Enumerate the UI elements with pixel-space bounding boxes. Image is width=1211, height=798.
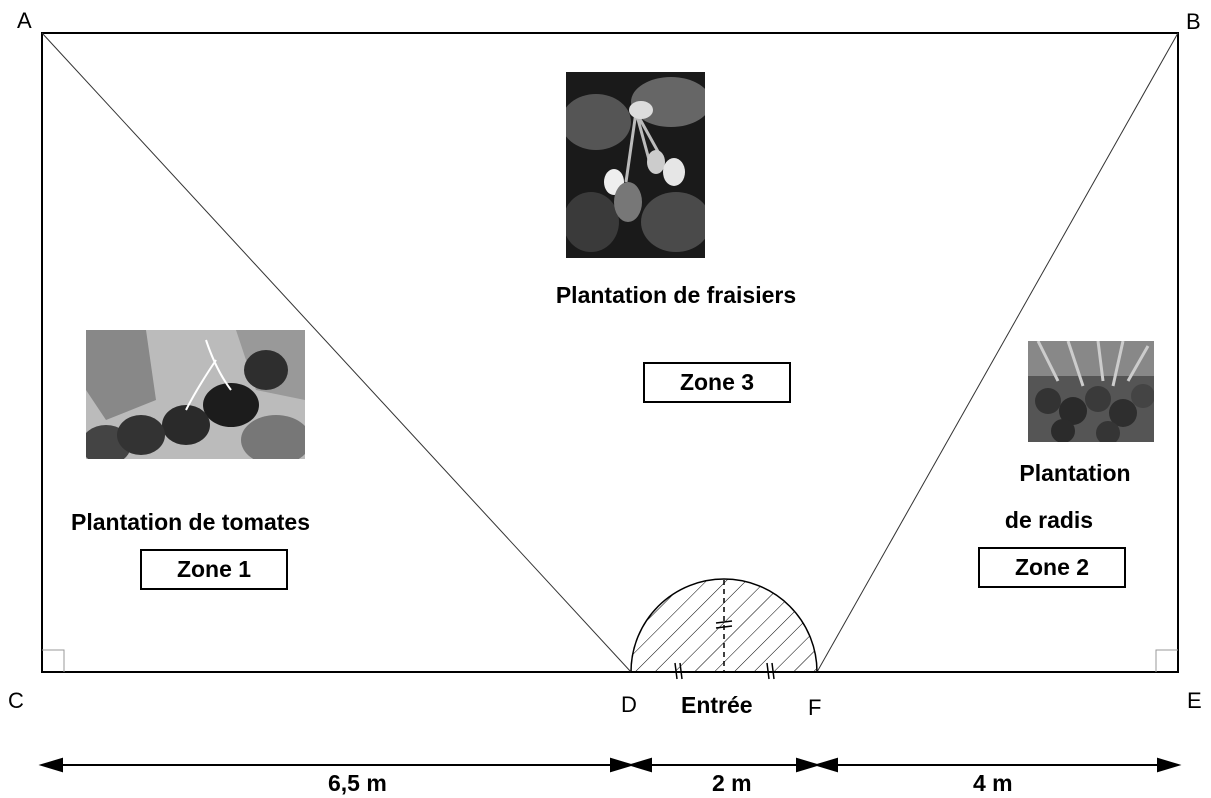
tomato-plant-photo [86, 330, 305, 459]
right-angle-marker-c [42, 649, 65, 672]
zone1-caption: Plantation de tomates [71, 509, 310, 535]
entrance-label: Entrée [681, 692, 753, 718]
zone3-label-box: Zone 3 [643, 362, 791, 403]
zone2-caption-line1: Plantation [1019, 460, 1131, 486]
segment-bf [816, 32, 1179, 673]
point-label-e: E [1187, 688, 1202, 713]
zone2-caption-line2: de radis [1004, 507, 1094, 533]
point-label-f: F [808, 695, 822, 720]
equal-length-ticks [674, 620, 775, 680]
right-angle-marker-e [1155, 649, 1178, 672]
zone2-label-box: Zone 2 [978, 547, 1126, 588]
point-label-d: D [621, 692, 637, 717]
zone3-caption: Plantation de fraisiers [555, 282, 797, 308]
zone1-label-box: Zone 1 [140, 549, 288, 590]
point-label-b: B [1186, 9, 1201, 34]
point-label-c: C [8, 688, 24, 713]
dimension-label-df: 2 m [712, 770, 752, 796]
segment-ad [41, 32, 632, 673]
point-label-a: A [17, 8, 32, 33]
dimension-label-cd: 6,5 m [328, 770, 387, 796]
dimension-arrows [38, 757, 1182, 773]
radish-bunch-photo [1028, 341, 1154, 442]
dimension-label-fe: 4 m [973, 770, 1013, 796]
strawberry-plant-photo [566, 72, 705, 258]
garden-rectangle [41, 32, 1179, 673]
